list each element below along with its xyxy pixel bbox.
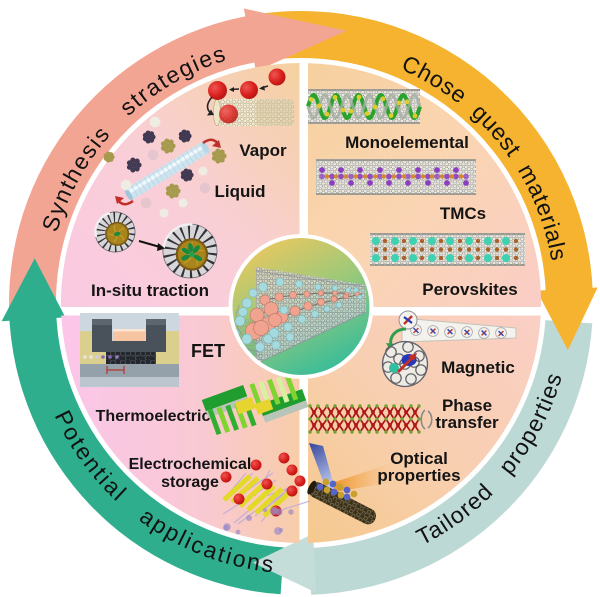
svg-text:Liquid: Liquid [215, 182, 266, 201]
svg-text:Electrochemical: Electrochemical [129, 456, 252, 473]
svg-text:Phase: Phase [442, 396, 492, 415]
svg-text:storage: storage [161, 474, 219, 491]
svg-text:Monoelemental: Monoelemental [345, 133, 469, 152]
svg-text:TMCs: TMCs [440, 204, 486, 223]
svg-text:transfer: transfer [435, 413, 499, 432]
svg-text:In-situ traction: In-situ traction [91, 281, 209, 300]
svg-text:Magnetic: Magnetic [441, 358, 515, 377]
svg-text:Perovskites: Perovskites [422, 280, 517, 299]
svg-text:FET: FET [191, 341, 225, 361]
svg-text:properties: properties [377, 466, 460, 485]
svg-text:Thermoelectric: Thermoelectric [96, 408, 211, 425]
svg-text:Optical: Optical [390, 449, 448, 468]
svg-text:Vapor: Vapor [239, 141, 287, 160]
